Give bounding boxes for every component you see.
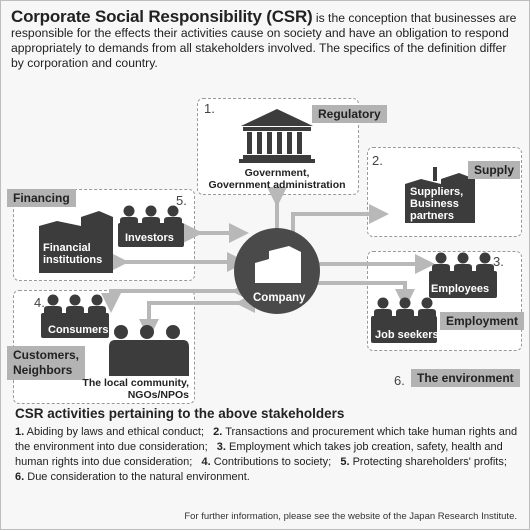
institutions-label: Financial institutions [43,242,102,266]
activities-list: 1. Abiding by laws and ethical conduct; … [15,425,520,485]
activity-5-text: Protecting shareholders' profits; [352,456,507,468]
activity-3-text: Employment which takes job creation, saf… [15,441,503,468]
institutions-label-line1: Financial [43,242,91,254]
activities-title: CSR activities pertaining to the above s… [15,406,345,421]
investors-label: Investors [125,232,174,244]
activity-4-number: 4. [201,456,211,468]
suppliers-label-line2: Business [410,198,459,210]
customers-tag-line1: Customers, [13,348,80,362]
employment-number: 3. [493,254,504,269]
customers-tag-line2: Neighbors [13,363,73,377]
regulatory-tag: Regulatory [312,105,387,123]
government-label: Government, Government administration [197,167,357,191]
community-label-line2: NGOs/NPOs [127,389,189,401]
employment-tag: Employment [440,312,525,330]
intro-paragraph: Corporate Social Responsibility (CSR) is… [11,7,521,71]
activity-2-number: 2. [213,426,223,438]
intro-text: is the conception that businesses are re… [11,11,517,70]
activity-2-text: Transactions and procurement which take … [15,426,518,453]
environment-number: 6. [394,373,405,388]
arrow-company-jobseekers [295,273,415,309]
activity-4-text: Contributions to society; [213,456,332,468]
consumers-people-icon [41,294,109,338]
community-label: The local community, NGOs/NPOs [65,377,189,401]
activity-3-number: 3. [216,441,226,453]
footer-note: For further information, please see the … [184,511,517,522]
financing-number: 5. [176,193,187,208]
suppliers-label: Suppliers, Business partners [410,186,463,222]
activity-6-number: 6. [15,471,25,483]
government-building-icon [239,109,315,163]
financial-institutions-icon [39,211,113,273]
employees-label: Employees [431,283,490,295]
activity-5-number: 5. [340,456,350,468]
government-label-line2: Government administration [208,179,346,191]
suppliers-buildings-icon [405,167,475,223]
activity-6-text: Due consideration to the natural environ… [27,471,250,483]
jobseekers-label: Job seekers [375,329,439,341]
jobseekers-people-icon [371,297,437,343]
customers-tag: Customers, Neighbors [7,346,86,380]
employees-people-icon [429,252,497,298]
financing-tag: Financing [7,189,76,207]
company-circle-icon [234,228,320,314]
activity-1-text: Abiding by laws and ethical conduct; [26,426,204,438]
institutions-label-line2: institutions [43,254,103,266]
environment-tag: The environment [411,369,520,387]
community-label-line1: The local community, [82,377,189,389]
supply-number: 2. [372,153,383,168]
suppliers-label-line1: Suppliers, [410,186,464,198]
arrows [101,187,435,339]
suppliers-label-line3: partners [410,210,455,222]
customers-number: 4. [34,295,45,310]
activity-1-number: 1. [15,426,25,438]
arrow-company-consumers [101,281,251,313]
community-people-icon [109,325,189,376]
company-label: Company [253,292,306,304]
arrow-company-community [139,293,255,339]
arrow-company-supply [291,204,389,239]
investors-people-icon [118,205,184,247]
consumers-label: Consumers [48,324,109,336]
government-label-line1: Government, [244,167,310,179]
intro-title: Corporate Social Responsibility (CSR) [11,7,313,26]
supply-tag: Supply [468,161,521,179]
regulatory-number: 1. [204,101,215,116]
